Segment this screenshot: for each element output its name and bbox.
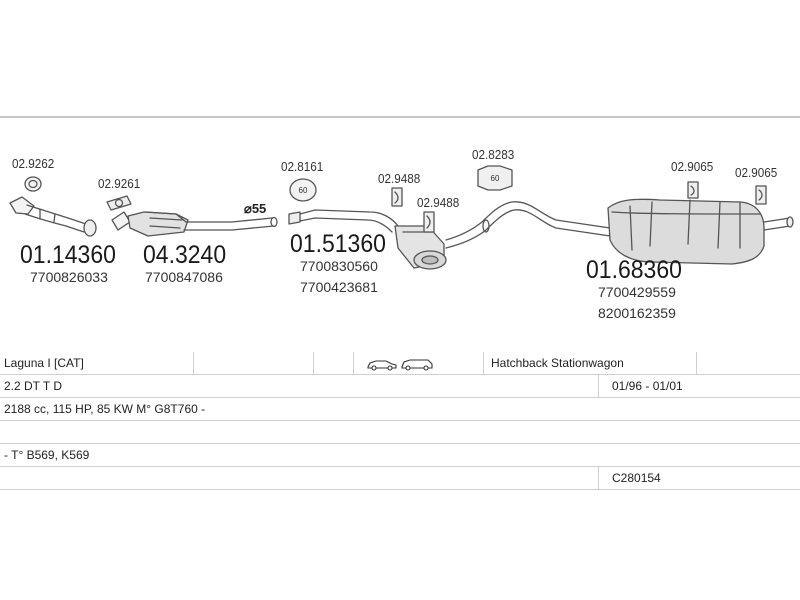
oe-number-rear-silencer-1: 7700429559 xyxy=(598,284,676,300)
table-row-specs: 2188 cc, 115 HP, 85 KW M° G8T760 - xyxy=(0,398,800,421)
catalog-code: C280154 xyxy=(612,471,661,485)
exhaust-diagram: 60 60 xyxy=(9,165,794,270)
table-row-code: C280154 xyxy=(0,467,800,490)
catalyst-drawing xyxy=(111,211,278,237)
connecting-pipe-drawing xyxy=(445,201,611,249)
oe-number-rear-silencer-2: 8200162359 xyxy=(598,305,676,321)
rear-hangers-drawing xyxy=(687,181,767,205)
vehicle-specs: 2188 cc, 115 HP, 85 KW M° G8T760 - xyxy=(4,402,206,416)
middle-hangers-drawing xyxy=(391,187,435,233)
table-row-blank xyxy=(0,421,800,444)
table-row-engine: 2.2 DT T D 01/96 - 01/01 xyxy=(0,375,800,398)
table-row-model: Laguna I [CAT] Hatchback Stationwagon xyxy=(0,352,800,375)
front-gasket-drawing xyxy=(24,176,42,192)
table-row-types: - T° B569, K569 xyxy=(0,444,800,467)
accessory-rear-hanger-a: 02.9065 xyxy=(671,159,714,174)
middle-mount-drawing xyxy=(477,165,513,191)
middle-gasket-badge: 60 xyxy=(299,186,308,195)
oe-number-front-pipe: 7700826033 xyxy=(30,269,108,285)
middle-mount-badge: 60 xyxy=(491,174,500,183)
accessory-front-gasket: 02.9262 xyxy=(12,156,55,171)
top-border xyxy=(0,116,800,118)
part-number-catalyst: 04.3240 xyxy=(143,241,227,269)
car-body-icons xyxy=(367,359,433,371)
vehicle-engine: 2.2 DT T D xyxy=(4,379,63,393)
accessory-hanger-b: 02.9488 xyxy=(417,195,460,210)
front-pipe-drawing xyxy=(9,196,97,237)
catalyst-gasket-drawing xyxy=(106,195,132,211)
part-number-front-pipe: 01.14360 xyxy=(20,241,116,269)
vehicle-types: - T° B569, K569 xyxy=(4,448,90,462)
rear-silencer-drawing xyxy=(607,198,794,265)
oe-number-middle-pipe-1: 7700830560 xyxy=(300,258,378,274)
oe-number-catalyst: 7700847086 xyxy=(145,269,223,285)
accessory-catalyst-gasket: 02.9261 xyxy=(98,176,141,191)
vehicle-model: Laguna I [CAT] xyxy=(4,356,84,370)
pipe-diameter-label: ⌀55 xyxy=(244,201,267,216)
part-number-middle-pipe: 01.51360 xyxy=(290,230,386,258)
part-number-rear-silencer: 01.68360 xyxy=(586,256,682,284)
accessory-middle-gasket: 02.8161 xyxy=(281,159,324,174)
accessory-hanger-a: 02.9488 xyxy=(378,171,421,186)
accessory-rear-hanger-b: 02.9065 xyxy=(735,165,778,180)
accessory-middle-mount: 02.8283 xyxy=(472,147,515,162)
oe-number-middle-pipe-2: 7700423681 xyxy=(300,279,378,295)
vehicle-years: 01/96 - 01/01 xyxy=(612,379,683,393)
middle-gasket-drawing xyxy=(289,178,317,202)
vehicle-body-types: Hatchback Stationwagon xyxy=(491,356,624,370)
